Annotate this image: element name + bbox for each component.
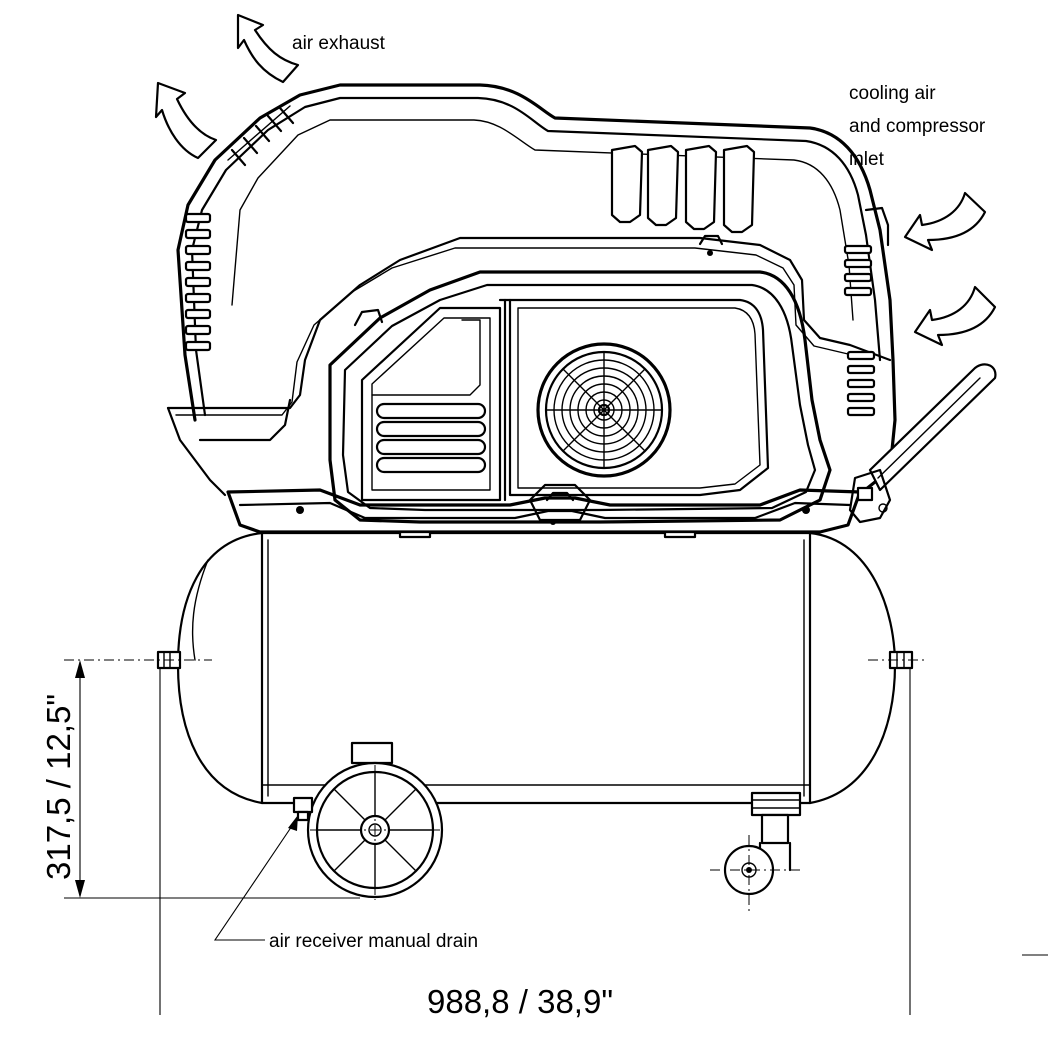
cooling-slots	[375, 402, 487, 474]
left-louvers	[184, 212, 212, 352]
housing-bolts	[353, 234, 724, 327]
right-louvers	[843, 244, 876, 417]
handle	[848, 363, 997, 524]
exhaust-slots	[227, 105, 295, 167]
right-latch	[864, 206, 890, 247]
motor-housing	[328, 270, 832, 524]
height-dimension-text: 317,5 / 12,5"	[40, 694, 77, 880]
drain-leader	[213, 815, 298, 941]
air-receiver-tank	[176, 531, 897, 805]
width-dimension-text: 988,8 / 38,9"	[427, 983, 613, 1020]
manual-drain-valve	[292, 796, 314, 822]
manual-drain-label: air receiver manual drain	[269, 931, 478, 952]
cooling-inlet-label-line3: inlet	[849, 149, 885, 170]
height-dimension	[64, 660, 360, 899]
inlet-arrow-2	[913, 285, 997, 347]
compressor-hood	[166, 83, 897, 497]
top-vents	[610, 144, 756, 234]
base-frame	[226, 483, 862, 539]
air-exhaust-label: air exhaust	[292, 33, 386, 54]
cooling-inlet-label-line1: cooling air	[849, 83, 936, 104]
caster-wheel	[723, 791, 802, 896]
centerlines	[64, 659, 925, 912]
fan-guard	[536, 342, 672, 478]
cooling-inlet-label-line2: and compressor	[849, 116, 986, 137]
inlet-arrow-1	[903, 191, 987, 252]
exhaust-arrow-1	[236, 13, 300, 84]
exhaust-arrow-2	[154, 81, 218, 160]
width-dimension	[159, 668, 911, 1015]
